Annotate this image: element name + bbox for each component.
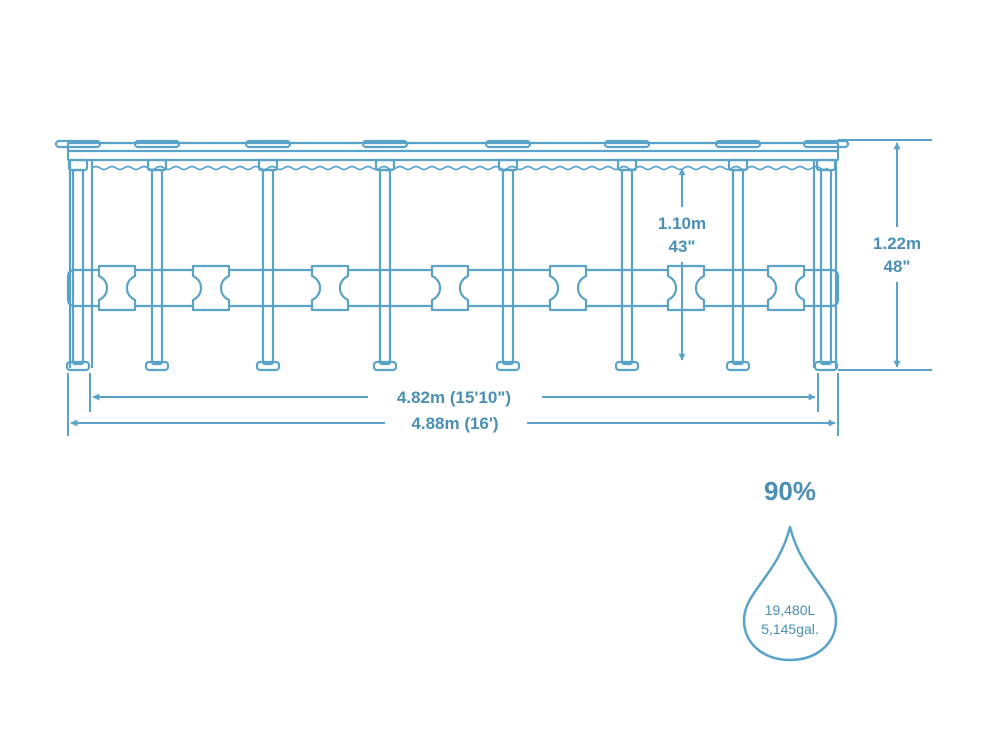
strap-buckle-6 bbox=[666, 264, 706, 312]
foot-4 bbox=[372, 360, 398, 372]
foot-5 bbox=[495, 360, 521, 372]
fill-liters-label: 19,480L bbox=[765, 602, 816, 618]
top-cap-2 bbox=[133, 139, 181, 149]
leg-3 bbox=[261, 168, 275, 366]
pool-frame bbox=[54, 139, 850, 372]
strap-buckle-7 bbox=[766, 264, 806, 312]
foot-8 bbox=[813, 360, 839, 372]
top-cap-6 bbox=[603, 139, 651, 149]
top-cap-3 bbox=[244, 139, 292, 149]
strap-buckle-3 bbox=[310, 264, 350, 312]
wall-height-in-label: 48" bbox=[884, 257, 911, 276]
foot-1 bbox=[65, 360, 91, 372]
strap-buckle-1 bbox=[97, 264, 137, 312]
water-depth-in-label: 43" bbox=[669, 237, 696, 256]
strap-buckle-4 bbox=[430, 264, 470, 312]
foot-7 bbox=[725, 360, 751, 372]
diameter-dimension bbox=[67, 373, 839, 436]
leg-6 bbox=[620, 168, 634, 366]
water-surface-wave bbox=[91, 165, 829, 171]
top-cap-8 bbox=[802, 139, 850, 149]
fill-percent-label: 90% bbox=[764, 476, 816, 506]
height-dimension bbox=[838, 139, 932, 371]
strap-buckle-2 bbox=[191, 264, 231, 312]
strap-buckle-5 bbox=[548, 264, 588, 312]
foot-6 bbox=[614, 360, 640, 372]
foot-2 bbox=[144, 360, 170, 372]
foot-3 bbox=[255, 360, 281, 372]
top-cap-4 bbox=[361, 139, 409, 149]
wall-height-m-label: 1.22m bbox=[873, 234, 921, 253]
leg-2 bbox=[150, 168, 164, 366]
outer-diameter-label: 4.88m (16') bbox=[411, 414, 498, 433]
inner-diameter-label: 4.82m (15'10") bbox=[397, 388, 511, 407]
top-cap-7 bbox=[714, 139, 762, 149]
top-cap-1 bbox=[54, 139, 102, 149]
leg-5 bbox=[501, 168, 515, 366]
fill-gallons-label: 5,145gal. bbox=[761, 621, 819, 637]
water-depth-m-label: 1.10m bbox=[658, 214, 706, 233]
t-joint-1 bbox=[67, 158, 89, 172]
leg-8 bbox=[819, 168, 833, 366]
water-drop-icon bbox=[742, 525, 838, 662]
top-cap-5 bbox=[484, 139, 532, 149]
leg-4 bbox=[378, 168, 392, 366]
leg-7 bbox=[731, 168, 745, 366]
leg-1 bbox=[71, 168, 85, 366]
